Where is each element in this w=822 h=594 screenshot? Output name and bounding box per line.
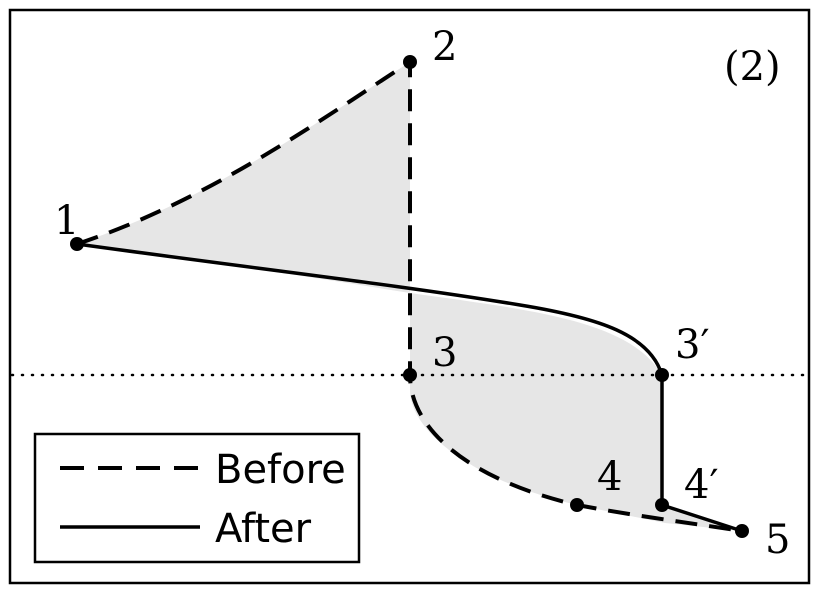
point-3-label: 3 (432, 330, 457, 376)
point-4prime-marker (655, 498, 669, 512)
legend-before-label: Before (215, 447, 346, 493)
point-4prime-label: 4′ (684, 462, 719, 508)
point-4-label: 4 (597, 454, 622, 500)
point-5-marker (735, 524, 749, 538)
point-4-marker (570, 498, 584, 512)
point-2-label: 2 (432, 24, 457, 70)
panel-label: (2) (724, 44, 781, 90)
point-1-marker (70, 237, 84, 251)
point-2-marker (403, 55, 417, 69)
shaded-region-lower (410, 293, 742, 531)
point-5-label: 5 (765, 517, 790, 563)
legend: Before After (33, 432, 361, 564)
point-3prime-label: 3′ (675, 322, 710, 368)
point-1-label: 1 (54, 198, 79, 244)
point-3-marker (403, 368, 417, 382)
plot-frame (8, 8, 811, 585)
legend-after-label: After (215, 506, 312, 552)
point-3prime-marker (655, 368, 669, 382)
after-curve (76, 242, 743, 533)
before-curve (76, 58, 743, 533)
shaded-region-upper (77, 62, 410, 293)
legend-box (33, 432, 361, 564)
